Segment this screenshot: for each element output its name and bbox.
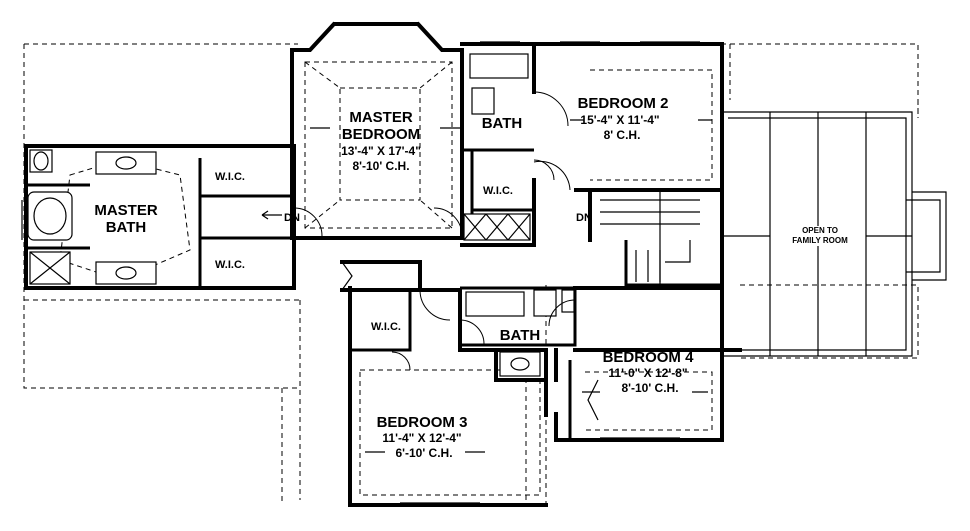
open-to-family-room <box>722 111 947 357</box>
master-bath-title-2: BATH <box>106 219 147 236</box>
bedroom2-title: BEDROOM 2 <box>578 95 669 112</box>
master-bedroom-size: 13'-4" X 17'-4" <box>341 144 421 158</box>
windows <box>21 21 700 504</box>
stair-arrow-icon <box>261 210 282 220</box>
doors <box>293 91 599 421</box>
walls <box>24 22 742 507</box>
open-to-label-2: FAMILY ROOM <box>792 236 848 245</box>
wic-bedroom3-label: W.I.C. <box>371 321 401 333</box>
fixtures <box>27 53 575 377</box>
bedroom2-size: 15'-4" X 11'-4" <box>580 113 659 127</box>
bedroom4-ceiling: 8'-10' C.H. <box>621 381 678 395</box>
bath-lower-label: BATH <box>500 327 541 344</box>
master-bedroom-title-1: MASTER <box>349 109 413 126</box>
master-bath-title-1: MASTER <box>94 202 158 219</box>
bedroom4-title: BEDROOM 4 <box>603 349 695 366</box>
ceiling-lines <box>59 61 713 496</box>
open-to-label-bg <box>782 226 858 246</box>
wic-upper-label: W.I.C. <box>215 171 245 183</box>
bedroom2-ceiling: 8' C.H. <box>604 128 641 142</box>
bedroom3-ceiling: 6'-10' C.H. <box>395 446 452 460</box>
bedroom3-title: BEDROOM 3 <box>377 414 468 431</box>
wic-lower-label: W.I.C. <box>215 259 245 271</box>
wic-bath-label: W.I.C. <box>483 185 513 197</box>
open-to-label-1: OPEN TO <box>802 226 838 235</box>
dimension-arrows <box>310 119 712 453</box>
stair-dn-master: DN <box>284 212 300 224</box>
roof-outline <box>23 43 919 505</box>
master-bedroom-ceiling: 8'-10' C.H. <box>352 159 409 173</box>
bath-upper-label: BATH <box>482 115 523 132</box>
bedroom4-size: 11'-0" X 12'-8" <box>608 366 687 380</box>
master-bedroom-title-2: BEDROOM <box>342 126 420 143</box>
stair-dn-hall: DN <box>576 212 592 224</box>
bedroom3-size: 11'-4" X 12'-4" <box>382 431 461 445</box>
